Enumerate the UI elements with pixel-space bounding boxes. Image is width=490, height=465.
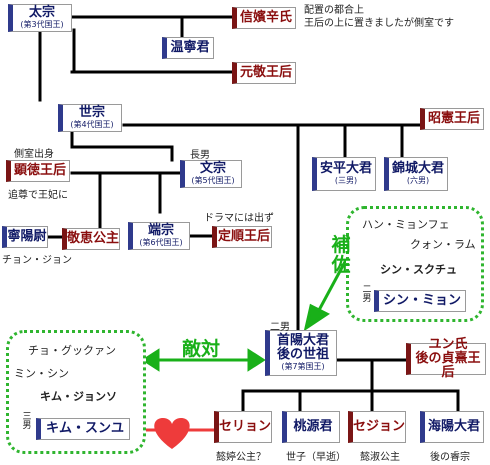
person-taejong[interactable]: 太宗 (第3代国王): [8, 4, 72, 32]
anpyeong-name: 安平大君: [319, 160, 372, 176]
person-shinbin[interactable]: 信嬪辛氏: [232, 7, 296, 29]
person-danjong[interactable]: 端宗 (第6代国王): [128, 222, 190, 250]
taejong-sub: (第3代国王): [20, 20, 64, 30]
munjong-name: 文宗: [199, 160, 226, 176]
hostile-label: 敵対: [182, 338, 221, 360]
sejong-sub: (第4代国王): [70, 120, 114, 130]
wongyeong-name: 元敬王后: [239, 64, 292, 80]
yun-name: ユン氏: [428, 336, 468, 352]
person-onnyeong[interactable]: 温寧君: [162, 37, 214, 59]
danjong-name: 端宗: [147, 222, 174, 238]
sejeong-note: 懿淑公主: [360, 452, 400, 463]
person-seryeong[interactable]: セリョン: [214, 411, 272, 443]
person-soheon[interactable]: 昭憲王后: [420, 108, 484, 130]
heart-icon: [154, 418, 190, 449]
sejong-name: 世宗: [78, 104, 105, 120]
yun-name2: 後の貞熹王后: [415, 350, 481, 381]
left-panel-line3: キム・ジョンソ: [40, 390, 117, 403]
suyang-sub: (第7第国王): [281, 362, 325, 372]
left-panel-line2: ミン・シン: [14, 367, 69, 380]
geumseong-name: 錦城大君: [391, 160, 444, 176]
seryeong-name: セリョン: [219, 418, 272, 434]
person-anpyeong[interactable]: 安平大君 (三男): [312, 157, 376, 191]
person-geumseong[interactable]: 錦城大君 (六男): [384, 157, 448, 191]
soheon-name: 昭憲王后: [427, 110, 480, 126]
suyang-name: 首陽大君: [276, 332, 329, 348]
dowon-note: 世子（早逝）: [286, 452, 346, 463]
right-panel-side-label: 二男: [362, 285, 372, 305]
right-panel-line1: ハン・ミョンフェ: [362, 218, 450, 231]
yeongyang-name-note: チョン・ジョン: [2, 255, 72, 266]
munjong-sub: (第5代国王): [191, 176, 235, 186]
person-yun[interactable]: ユン氏 後の貞熹王后: [406, 337, 486, 380]
second-son-note: 二男: [270, 322, 290, 333]
shinbin-note: 配置の都合上 王后の上に置きましたが側室です: [304, 5, 454, 29]
right-panel-line2: クォン・ラム: [410, 238, 476, 251]
posthumous-note: 追尊で王妃に: [8, 190, 68, 201]
seryeong-note: 懿婷公主？: [216, 452, 266, 463]
person-wongyeong[interactable]: 元敬王后: [232, 62, 296, 84]
person-dowon[interactable]: 桃源君: [282, 411, 340, 443]
gyeonghye-name: 敬恵公主: [67, 230, 120, 246]
side-origin-note: 側室出身: [14, 149, 54, 160]
haeyang-name: 海陽大君: [427, 418, 480, 434]
suyang-name2: 後の世祖: [276, 347, 329, 363]
haeyang-note: 後の睿宗: [430, 452, 470, 463]
person-sejong[interactable]: 世宗 (第4代国王): [58, 104, 122, 132]
taejong-name: 太宗: [28, 4, 55, 20]
kimsungyu-name: キム・スンユ: [45, 420, 124, 436]
eldest-note: 長男: [190, 150, 210, 161]
sejeong-name: セジョン: [353, 418, 406, 434]
drama-note: ドラマには出ず: [204, 213, 274, 224]
jeongsun-name: 定順王后: [217, 228, 270, 244]
danjong-sub: (第6代国王): [139, 238, 183, 248]
person-gyeonghye[interactable]: 敬恵公主: [62, 228, 120, 250]
person-yeongyang[interactable]: 寧陽尉: [2, 226, 48, 248]
person-haeyang[interactable]: 海陽大君: [420, 411, 484, 443]
dowon-name: 桃源君: [293, 418, 333, 434]
onnyeong-name: 温寧君: [170, 39, 210, 55]
person-suyang[interactable]: 首陽大君 後の世祖 (第7第国王): [265, 330, 337, 376]
geumseong-sub: (六男): [406, 176, 430, 186]
person-hyeondeok[interactable]: 顕徳王后: [6, 160, 70, 182]
anpyeong-sub: (三男): [334, 176, 358, 186]
support-label: 補佐: [331, 234, 351, 276]
left-panel-line1: チョ・グックァン: [28, 344, 116, 357]
person-kimsungyu[interactable]: キム・スンユ: [36, 418, 130, 440]
person-jeongsun[interactable]: 定順王后: [212, 226, 272, 248]
left-panel-side-label: 三男: [22, 412, 32, 432]
shinbin-name: 信嬪辛氏: [239, 9, 292, 25]
shinmyeon-name: シン・ミョン: [382, 292, 461, 308]
person-shinmyeon[interactable]: シン・ミョン: [374, 290, 466, 312]
hyeondeok-name: 顕徳王后: [13, 162, 66, 178]
right-panel-line3: シン・スクチュ: [380, 263, 457, 276]
person-sejeong[interactable]: セジョン: [348, 411, 406, 443]
yeongyang-name: 寧陽尉: [7, 228, 47, 244]
person-munjong[interactable]: 文宗 (第5代国王): [180, 160, 242, 188]
